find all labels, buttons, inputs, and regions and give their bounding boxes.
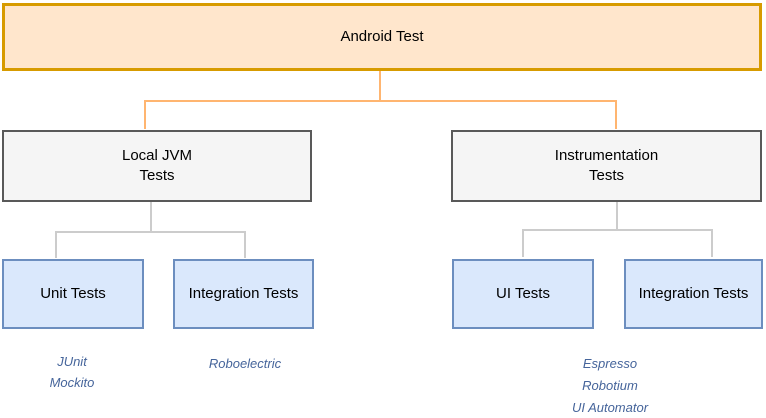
node-ui-tests: UI Tests — [452, 259, 594, 329]
left-branch-connector-branches — [55, 231, 246, 258]
node-local-jvm-tests: Local JVM Tests — [2, 130, 312, 202]
node-android-test: Android Test — [2, 3, 762, 71]
node-integration-tests-local: Integration Tests — [173, 259, 314, 329]
node-unit-tests: Unit Tests — [2, 259, 144, 329]
node-instrumentation-tests: Instrumentation Tests — [451, 130, 762, 202]
right-branch-connector-branches — [522, 229, 713, 257]
annotation-integration-test-tools: Roboelectric — [208, 356, 282, 371]
annotation-instrumentation-test-tools: Espresso Robotium UI Automator — [571, 356, 649, 415]
annotation-unit-test-tools: JUnit Mockito — [49, 354, 95, 390]
node-integration-tests-instrumentation: Integration Tests — [624, 259, 763, 329]
root-connector-branches — [144, 100, 617, 129]
